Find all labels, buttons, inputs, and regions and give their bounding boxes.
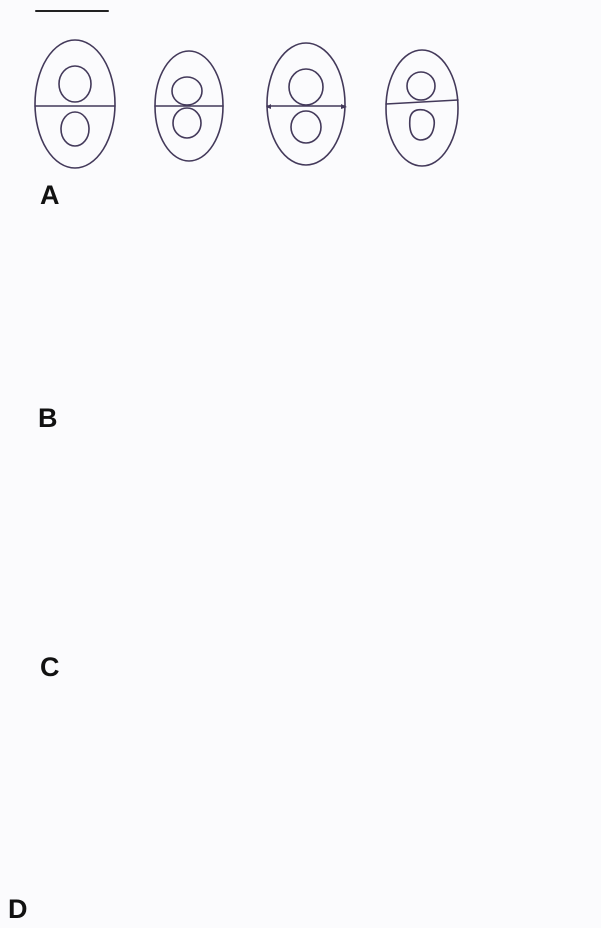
panel-label-a: A <box>40 182 60 209</box>
cell-a3 <box>266 43 347 165</box>
panel-label-d: D <box>8 896 28 923</box>
cell-a1 <box>35 40 115 168</box>
cell-a2 <box>155 51 223 161</box>
cell-a4 <box>386 50 458 166</box>
panel-label-b: B <box>38 405 58 432</box>
panel-label-c: C <box>40 654 60 681</box>
panel-a-group <box>35 40 458 168</box>
